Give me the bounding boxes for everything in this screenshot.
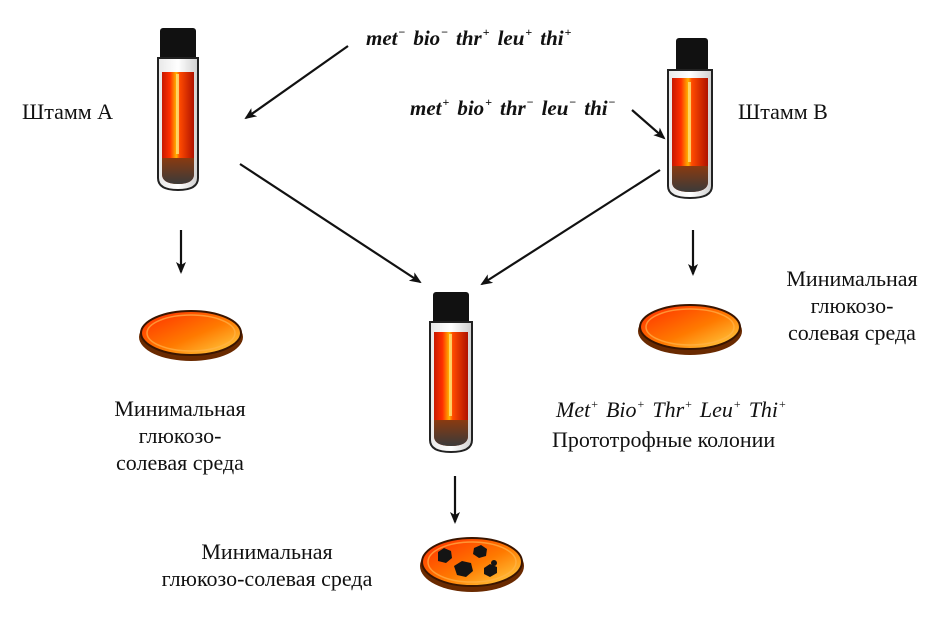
arrow-strain-a-to-mix [239,163,422,284]
strain-b-label: Штамм В [738,99,828,124]
gene-thr: thr− [500,95,534,120]
genotype-strain-b: met+ bio+ thr− leu− thi− [410,96,615,120]
gene-leu: leu− [541,95,577,120]
colony-icon [484,564,497,577]
test-tube-icon-strain-a [157,28,199,192]
gene-bio: Bio+ [605,397,645,422]
prototroph-colonies-label: Прототрофные колонии [552,427,776,452]
gene-thi: thi+ [540,25,572,50]
colony-icon [491,560,497,566]
colony-icon [473,545,487,558]
test-tube-icon-mixed [429,292,473,454]
gene-leu: Leu+ [699,397,741,422]
petri-dish-icon-bottom [420,537,524,592]
gene-met: Met+ [556,397,598,422]
gene-leu: leu+ [497,25,533,50]
petri-dish-icon-right [638,304,742,355]
arrow-strain-b-to-mix [480,169,661,286]
genotype-strain-a: met− bio− thr+ leu+ thi+ [366,26,571,50]
gene-thr: Thr+ [652,397,692,422]
medium-label-left: Минимальная глюкозо- солевая среда [114,396,246,475]
prototroph-genotype: Met+ Bio+ Thr+ Leu+ Thi+ [556,398,786,422]
gene-thi: thi− [584,95,616,120]
gene-met: met+ [410,95,450,120]
medium-label-right: Минимальная глюкозо- солевая среда [786,266,918,345]
arrow-genotype-to-strain-a [244,45,349,120]
arrow-genotype-to-strain-b [631,109,666,140]
strain-a-label: Штамм А [22,99,114,124]
test-tube-icon-strain-b [667,38,713,200]
gene-bio: bio− [413,25,449,50]
gene-thr: thr+ [456,25,490,50]
gene-bio: bio+ [457,95,493,120]
petri-dish-icon-left [139,310,243,361]
gene-met: met− [366,25,406,50]
medium-label-bottom: Минимальная глюкозо-солевая среда [161,539,373,591]
colony-icon [454,561,473,577]
colony-icon [438,548,452,563]
gene-thi: Thi+ [748,397,786,422]
